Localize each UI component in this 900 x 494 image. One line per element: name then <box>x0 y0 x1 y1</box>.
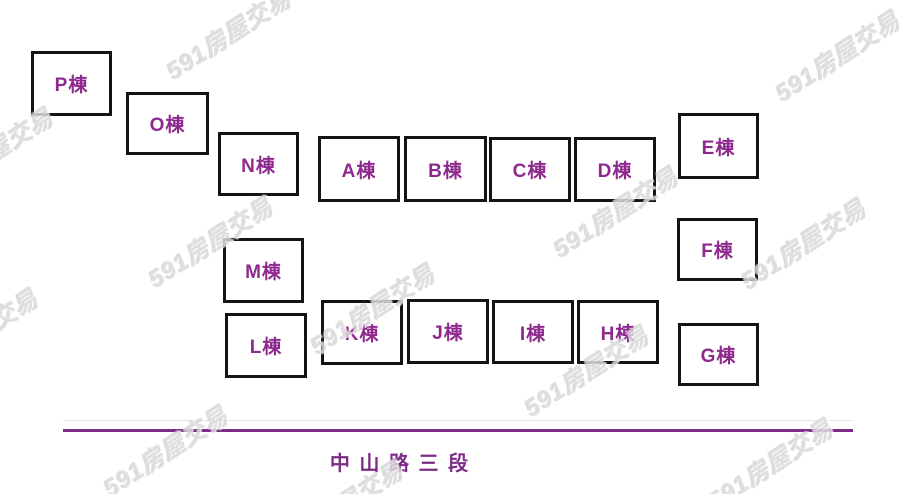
building-box-l: L棟 <box>225 313 307 378</box>
building-box-n: N棟 <box>218 132 299 196</box>
building-box-m: M棟 <box>223 238 304 303</box>
building-label-a: A棟 <box>341 160 377 182</box>
building-box-a: A棟 <box>318 136 400 202</box>
building-label-m: M棟 <box>245 262 282 283</box>
building-label-e: E棟 <box>701 137 736 159</box>
building-box-c: C棟 <box>489 137 571 202</box>
building-label-g: G棟 <box>700 346 737 367</box>
building-box-p: P棟 <box>31 51 112 116</box>
building-label-p: P棟 <box>54 75 89 96</box>
building-label-k: K棟 <box>344 324 380 345</box>
building-label-l: L棟 <box>249 337 283 358</box>
road-line <box>63 429 853 432</box>
watermark-text: 591房屋交易 <box>99 402 234 494</box>
building-box-e: E棟 <box>678 113 759 179</box>
watermark-text: 591房屋交易 <box>0 285 44 386</box>
building-box-k: K棟 <box>321 300 403 365</box>
building-box-h: H棟 <box>577 300 659 364</box>
watermark-text: 591房屋交易 <box>162 0 297 86</box>
building-box-o: O棟 <box>126 92 209 155</box>
building-label-c: C棟 <box>512 161 548 182</box>
building-label-o: O棟 <box>149 115 186 136</box>
building-label-b: B棟 <box>428 160 463 182</box>
building-box-i: I棟 <box>492 300 574 364</box>
building-box-f: F棟 <box>677 218 758 281</box>
building-label-h: H棟 <box>600 323 636 345</box>
watermark-text: 591房屋交易 <box>771 7 900 108</box>
building-box-j: J棟 <box>407 299 489 364</box>
road-label: 中 山 路 三 段 <box>329 453 471 475</box>
building-label-j: J棟 <box>432 323 464 344</box>
building-box-b: B棟 <box>404 136 487 202</box>
building-label-f: F棟 <box>701 241 734 262</box>
building-box-g: G棟 <box>678 323 759 386</box>
building-label-n: N棟 <box>241 155 276 177</box>
watermark-text: 591房屋交易 <box>704 415 839 494</box>
building-label-d: D棟 <box>597 161 633 182</box>
building-label-i: I棟 <box>519 323 547 345</box>
building-box-d: D棟 <box>574 137 656 202</box>
road-line-shadow <box>63 420 853 421</box>
